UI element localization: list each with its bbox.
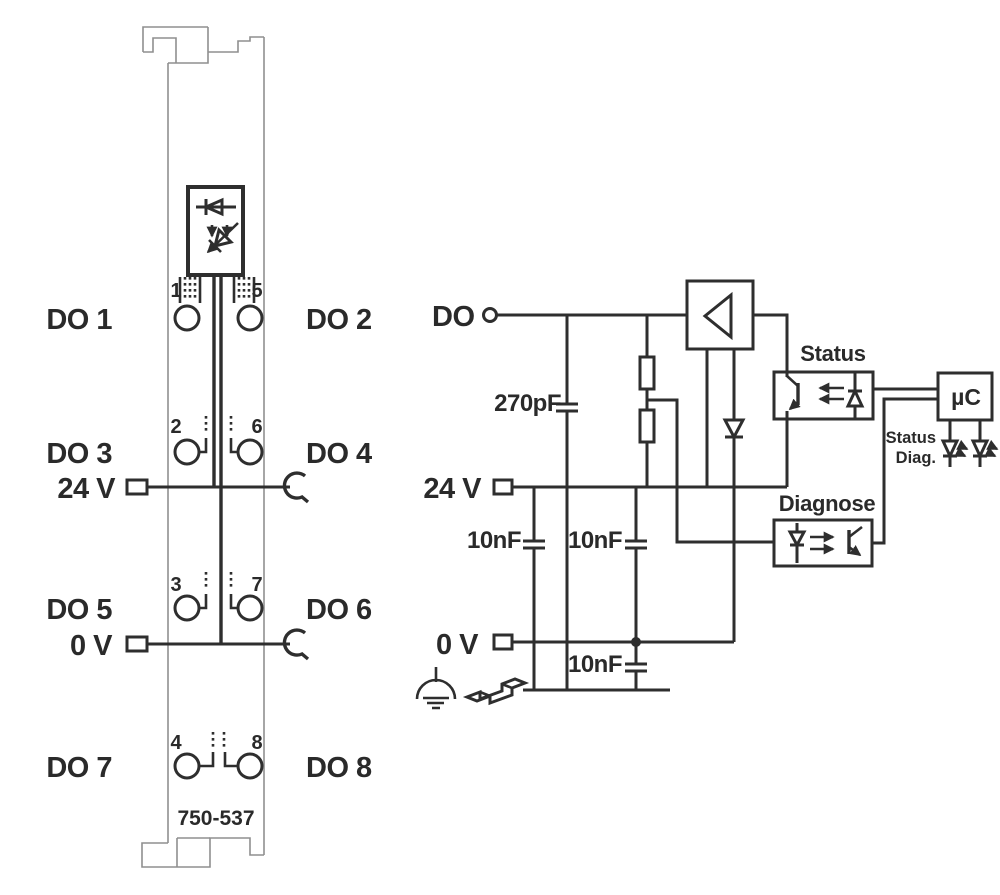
led-icon bbox=[940, 439, 960, 460]
label-schematic-0v: 0 V bbox=[436, 629, 479, 661]
label-do1: DO 1 bbox=[46, 304, 112, 336]
light-arrows-icon bbox=[810, 531, 835, 555]
led-indicator-box bbox=[186, 185, 245, 277]
terminal-number-8: 8 bbox=[251, 732, 262, 754]
terminal-row-3: 3 7 bbox=[170, 572, 264, 622]
do-input-terminal bbox=[482, 307, 498, 323]
label-10nf-2: 10nF bbox=[568, 527, 622, 554]
terminal-number-1: 1 bbox=[170, 280, 181, 302]
channel-schematic: DO 270pF bbox=[415, 279, 999, 710]
light-arrows-icon bbox=[818, 382, 844, 405]
capacitor-icon bbox=[625, 539, 647, 550]
label-module-24v: 24 V bbox=[57, 473, 116, 505]
ground-capacitor: 10nF bbox=[568, 642, 647, 690]
label-schematic-24v: 24 V bbox=[423, 473, 482, 505]
label-diagnose-optocoupler: Diagnose bbox=[779, 491, 876, 516]
label-status-optocoupler: Status bbox=[800, 341, 866, 366]
terminal-circle-2 bbox=[173, 438, 201, 466]
label-do5: DO 5 bbox=[46, 594, 112, 626]
terminal-circle-3 bbox=[173, 594, 201, 622]
label-do2: DO 2 bbox=[306, 304, 372, 336]
led-ribbon-left bbox=[178, 277, 202, 303]
label-10nf-1: 10nF bbox=[467, 527, 521, 554]
freewheel-diode bbox=[722, 349, 746, 642]
led-ribbon-right bbox=[232, 277, 256, 303]
label-led-status: Status bbox=[886, 429, 936, 447]
terminal-row-4: 4 8 bbox=[170, 732, 264, 780]
supply-terminal-square bbox=[125, 478, 149, 496]
ground-terminal-square bbox=[492, 633, 514, 651]
terminal-circle-4 bbox=[173, 752, 201, 780]
status-led bbox=[940, 420, 969, 467]
jumper-contact-icon-supply bbox=[282, 471, 310, 504]
schematic-supply-rail: 24 V bbox=[423, 473, 787, 505]
terminal-circle-5 bbox=[236, 304, 264, 332]
supply-capacitor-2: 10nF bbox=[568, 487, 647, 642]
supply-capacitor-1: 10nF bbox=[467, 487, 545, 690]
label-do4: DO 4 bbox=[306, 438, 372, 470]
label-do7: DO 7 bbox=[46, 752, 112, 784]
driver-triangle-icon bbox=[702, 291, 733, 341]
ground-terminal-square bbox=[125, 635, 149, 653]
terminal-circle-1 bbox=[173, 304, 201, 332]
diagnose-optocoupler: Diagnose bbox=[772, 397, 938, 568]
module-ground-rail bbox=[125, 628, 310, 661]
output-driver bbox=[685, 279, 789, 487]
terminal-number-2: 2 bbox=[170, 416, 181, 438]
jumper-contact-icon-ground bbox=[282, 628, 310, 661]
optocoupler-led-icon bbox=[845, 387, 865, 408]
diag-led bbox=[970, 420, 999, 467]
module-outline bbox=[141, 26, 265, 868]
driver-output-line bbox=[753, 313, 789, 372]
microcontroller: µC bbox=[936, 371, 994, 422]
divider-tap-line bbox=[647, 398, 774, 544]
terminal-number-7: 7 bbox=[251, 574, 262, 596]
terminal-number-4: 4 bbox=[170, 732, 182, 754]
capacitor-icon bbox=[523, 539, 545, 550]
label-module-0v: 0 V bbox=[70, 630, 113, 662]
label-do3: DO 3 bbox=[46, 438, 112, 470]
part-number: 750-537 bbox=[177, 807, 254, 830]
capacitor-icon bbox=[556, 402, 578, 413]
led-diode-icon bbox=[196, 197, 236, 217]
supply-terminal-square bbox=[492, 478, 514, 496]
light-arrows-icon bbox=[206, 222, 239, 254]
terminal-row-2: 2 6 bbox=[170, 416, 264, 466]
module-supply-rail bbox=[125, 471, 310, 504]
diode-icon bbox=[722, 418, 746, 441]
terminal-number-6: 6 bbox=[251, 416, 262, 438]
label-270pf: 270pF bbox=[494, 390, 561, 417]
terminal-circle-7 bbox=[236, 594, 264, 622]
terminal-circle-8 bbox=[236, 752, 264, 780]
label-led-diag: Diag. bbox=[896, 449, 936, 467]
label-schematic-do: DO bbox=[432, 301, 475, 333]
resistor-icon bbox=[638, 408, 656, 444]
earth-ground-icon bbox=[415, 667, 457, 710]
label-10nf-3: 10nF bbox=[568, 651, 622, 678]
phototransistor-icon bbox=[785, 372, 801, 419]
phototransistor-icon bbox=[847, 525, 863, 557]
internal-bus-lines bbox=[212, 275, 223, 644]
terminal-number-5: 5 bbox=[251, 280, 262, 302]
label-do6: DO 6 bbox=[306, 594, 372, 626]
status-optocoupler: Status bbox=[772, 341, 938, 487]
terminal-number-3: 3 bbox=[170, 574, 181, 596]
io-module: 1 5 2 6 3 7 bbox=[46, 26, 373, 868]
label-do8: DO 8 bbox=[306, 752, 372, 784]
label-uc: µC bbox=[951, 384, 981, 410]
optocoupler-led-icon bbox=[787, 523, 807, 563]
terminal-circle-6 bbox=[236, 438, 264, 466]
resistor-divider bbox=[638, 315, 774, 544]
terminal-row-1: 1 5 bbox=[170, 280, 264, 332]
diagnose-to-uc-line bbox=[872, 397, 938, 545]
capacitor-icon bbox=[625, 662, 647, 673]
resistor-icon bbox=[638, 355, 656, 391]
din-rail-icon bbox=[462, 677, 530, 706]
schematic-ground-rail: 0 V bbox=[436, 629, 734, 661]
led-icon bbox=[970, 439, 990, 460]
